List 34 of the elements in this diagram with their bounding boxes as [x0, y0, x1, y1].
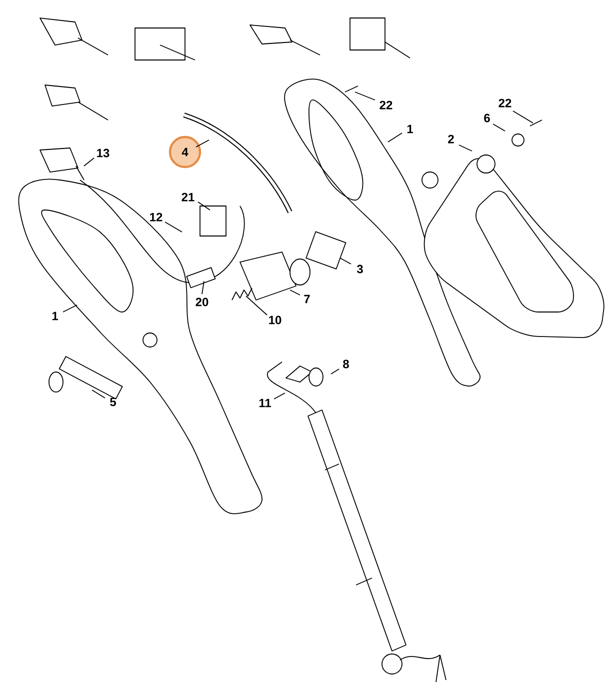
callout-number: 5	[110, 398, 116, 406]
leader-line	[354, 92, 376, 100]
leader-line	[340, 258, 352, 264]
highlighted-callout: 4	[168, 136, 202, 168]
callout-number: 8	[343, 360, 349, 368]
leader-line	[330, 368, 340, 374]
leader-line	[290, 290, 300, 296]
callout-number: 6	[484, 114, 490, 122]
leader-line	[196, 140, 210, 148]
callout-number: 7	[304, 294, 310, 304]
leader-line	[246, 296, 268, 316]
callout-number: 1	[407, 124, 413, 134]
leader-line	[458, 144, 472, 152]
callout-number: 2	[448, 134, 454, 144]
leader-line	[198, 202, 210, 210]
callout-number: 12	[150, 212, 162, 222]
callout-number: 1	[52, 312, 58, 320]
callout-number: 22	[380, 100, 392, 110]
leader-line	[388, 132, 402, 142]
leader-line	[164, 222, 182, 232]
leader-line	[512, 110, 534, 124]
callout-number: 13	[97, 148, 110, 158]
callout-number: 3	[356, 264, 363, 274]
leader-line	[492, 124, 506, 132]
callout-number: 21	[182, 192, 194, 202]
callout-number: 20	[196, 298, 208, 306]
callout-number: 22	[498, 98, 512, 108]
leader-line	[202, 280, 204, 294]
callout-number: 11	[259, 398, 271, 408]
leader-line	[92, 390, 106, 398]
leader-line	[62, 304, 78, 312]
leader-line	[274, 392, 286, 400]
callout-number: 10	[269, 316, 282, 324]
leader-line	[84, 158, 94, 166]
